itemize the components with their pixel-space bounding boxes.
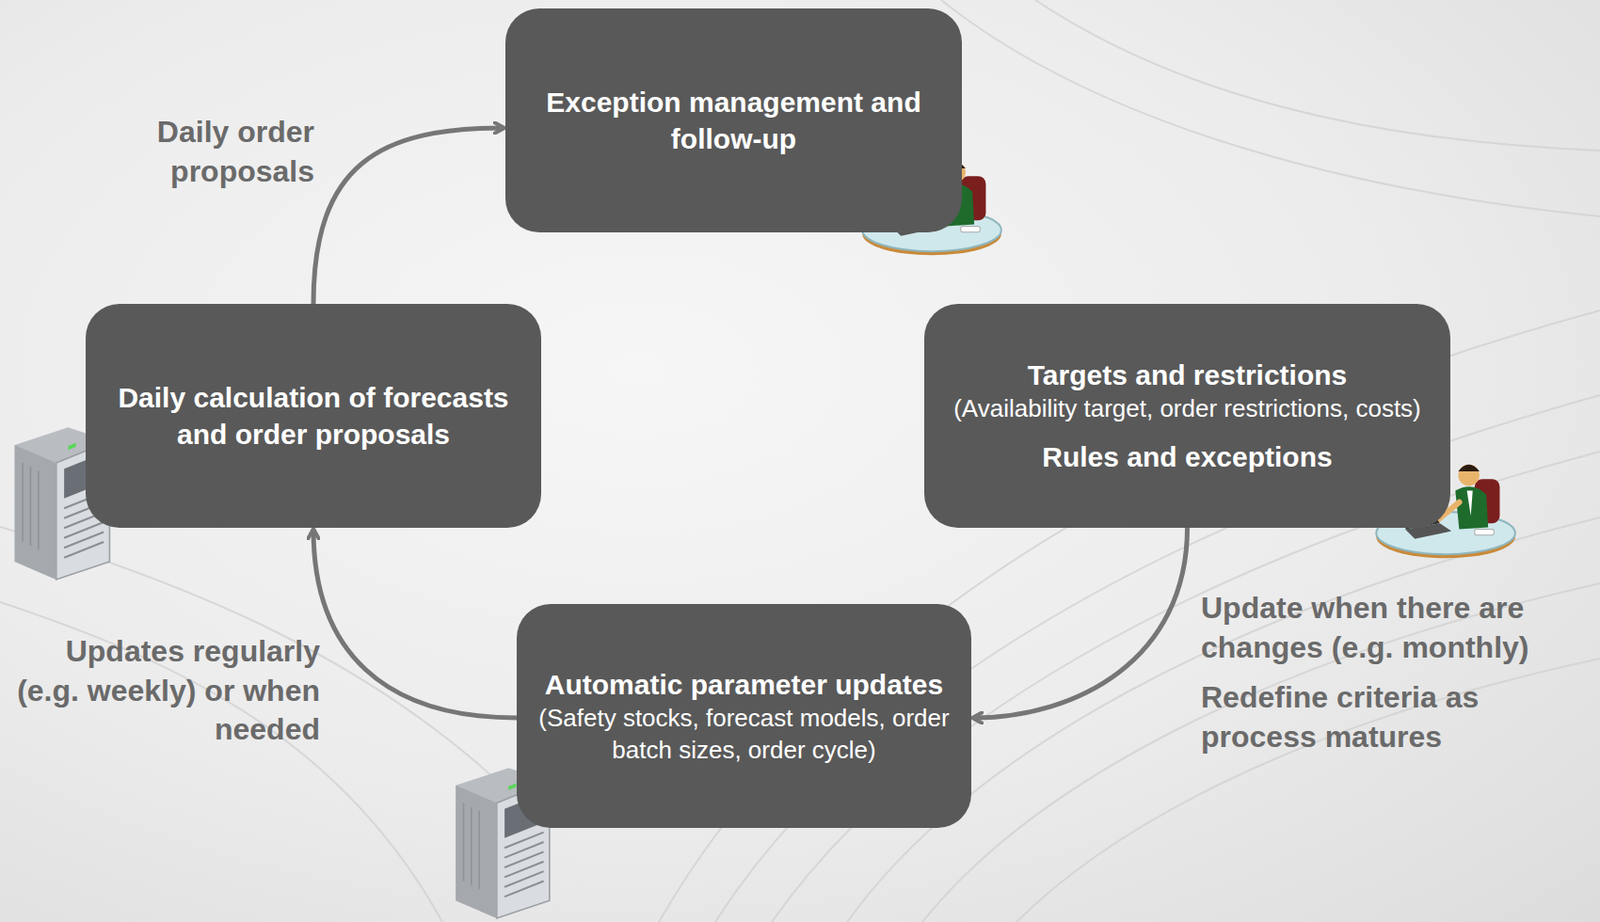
box-title: Targets and restrictions [1027, 356, 1348, 394]
cycle-arrow [313, 529, 517, 719]
cycle-note: Redefine criteria as process matures [1200, 678, 1593, 757]
process-box: Automatic parameter updates(Safety stock… [516, 604, 972, 829]
process-box: Targets and restrictions(Availability ta… [924, 304, 1451, 528]
cycle-note: Updates regularly (e.g. weekly) or when … [9, 632, 320, 751]
box-text: (Availability target, order restrictions… [953, 393, 1422, 426]
box-text: Rules and exceptions [1041, 438, 1332, 476]
cycle-note: Daily order proposals [69, 112, 315, 192]
process-box: Exception management and follow-up [505, 8, 962, 233]
cycle-note: Update when there are changes (e.g. mont… [1200, 589, 1593, 668]
box-text: (Safety stocks, forecast models, order b… [535, 703, 953, 768]
cycle-arrow [313, 128, 504, 304]
cycle-arrow [973, 528, 1188, 719]
box-title: Daily calculation of forecasts and order… [104, 379, 523, 453]
process-box: Daily calculation of forecasts and order… [85, 304, 542, 528]
box-title: Exception management and follow-up [524, 83, 944, 158]
box-title: Automatic parameter updates [544, 666, 944, 704]
